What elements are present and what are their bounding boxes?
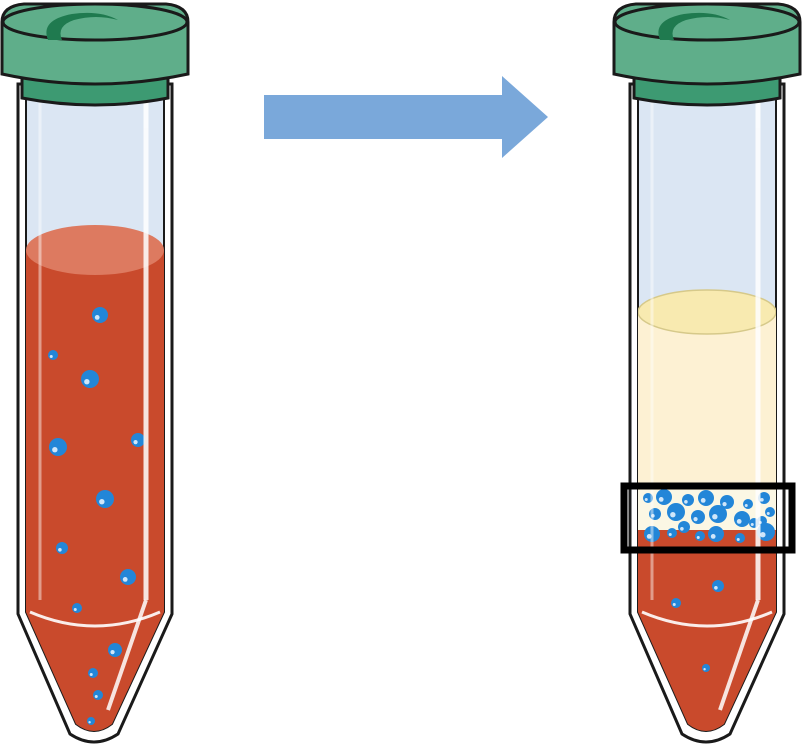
blood-cell-dot (757, 523, 775, 541)
blood-cells-before (48, 307, 145, 725)
blood-cell-dot (698, 490, 714, 506)
blood-cell-dot (48, 350, 58, 360)
blood-cell-dot (735, 533, 745, 543)
tube-after (612, 2, 802, 744)
blood-cell-dot (81, 370, 99, 388)
blood-cell-dot (649, 508, 661, 520)
blood-cell-dot (667, 528, 677, 538)
blood-cell-dot (743, 499, 753, 509)
blood-cell-dot (49, 438, 67, 456)
blood-cell-dot (682, 494, 694, 506)
blood-cells-after (643, 489, 775, 672)
blood-cell-dot (88, 668, 98, 678)
blood-cell-dot (667, 503, 685, 521)
tube-before (0, 2, 190, 744)
blood-cell-dot (92, 307, 108, 323)
blood-cell-dot (708, 526, 724, 542)
tube-before-cone-line (29, 610, 161, 628)
tube-after-cap-top (613, 2, 801, 42)
tube-before-cap-top (1, 2, 189, 42)
blood-cell-dot (96, 490, 114, 508)
blood-cell-dot (758, 492, 770, 504)
tube-after-cap-logo (658, 12, 730, 40)
blood-cell-dot (691, 510, 705, 524)
blood-cell-dot (87, 717, 95, 725)
plasma-surface (638, 289, 776, 335)
plasma-layer (638, 312, 776, 502)
arrow-right-icon (264, 76, 548, 158)
interface-highlight-box (620, 482, 796, 554)
blood-cell-dot (702, 664, 710, 672)
blood-cell-dot (678, 521, 690, 533)
blood-cell-dot (720, 495, 734, 509)
blood-cell-dot (120, 569, 136, 585)
blood-cell-dot (93, 690, 103, 700)
blood-cell-dot (765, 507, 775, 517)
whole-blood-layer (26, 250, 164, 731)
tube-after-cone-line (641, 610, 773, 628)
whole-blood-surface (26, 225, 164, 275)
blood-cell-dot (644, 526, 660, 542)
tube-before-cap-logo (46, 12, 118, 40)
blood-cell-dot (643, 493, 653, 503)
blood-cell-dot (656, 489, 672, 505)
blood-cell-dot (712, 580, 724, 592)
blood-cell-dot (72, 603, 82, 613)
blood-cell-dot (671, 598, 681, 608)
blood-cell-dot (695, 531, 705, 541)
blood-cell-dot (734, 511, 750, 527)
process-arrow (264, 76, 548, 158)
blood-cell-dot (131, 433, 145, 447)
blood-cell-dot (108, 643, 122, 657)
blood-cell-dot (56, 542, 68, 554)
blood-cell-dot (709, 505, 727, 523)
